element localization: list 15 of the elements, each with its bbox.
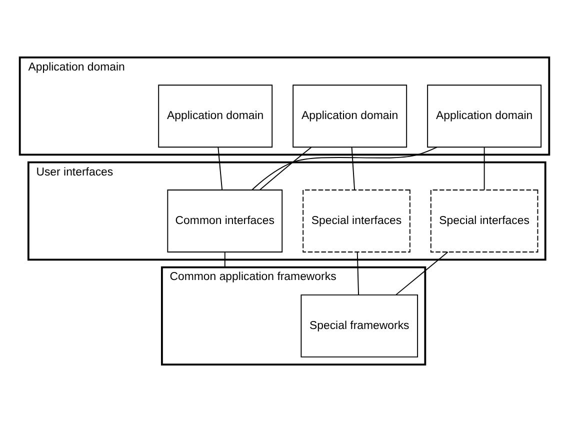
connector: [259, 146, 312, 190]
node-box: Special frameworks: [300, 294, 418, 358]
node-box: Common interfaces: [167, 190, 283, 252]
connector: [396, 252, 448, 296]
node-box: Application domain: [292, 84, 408, 148]
node-box: Application domain: [427, 84, 542, 148]
connector: [224, 252, 226, 268]
connector: [356, 252, 359, 296]
connector: [218, 146, 223, 190]
node-box: Special interfaces: [430, 190, 538, 252]
connector: [351, 146, 356, 190]
node-box: Special interfaces: [302, 190, 410, 252]
connector: [252, 146, 438, 190]
connector: [484, 146, 485, 190]
node-box: Application domain: [158, 84, 273, 148]
